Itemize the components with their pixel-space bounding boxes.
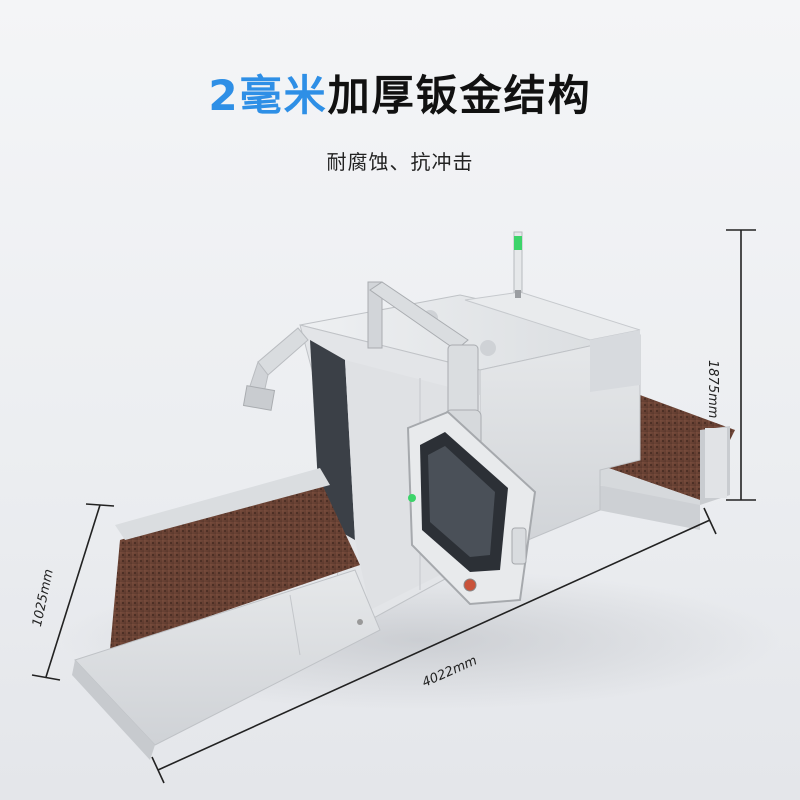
page-title: 2毫米加厚钣金结构 [0, 62, 800, 123]
side-lamp [242, 327, 309, 411]
title-rest: 加厚钣金结构 [327, 71, 592, 120]
page-subtitle: 耐腐蚀、抗冲击 [326, 150, 474, 174]
signal-tower [513, 231, 523, 298]
dimension-lines [31, 229, 756, 784]
control-panel [406, 410, 537, 606]
title-accent: 2毫米 [208, 71, 328, 120]
dimension-height-label: 1875mm [705, 360, 720, 419]
left-conveyor [72, 468, 381, 760]
